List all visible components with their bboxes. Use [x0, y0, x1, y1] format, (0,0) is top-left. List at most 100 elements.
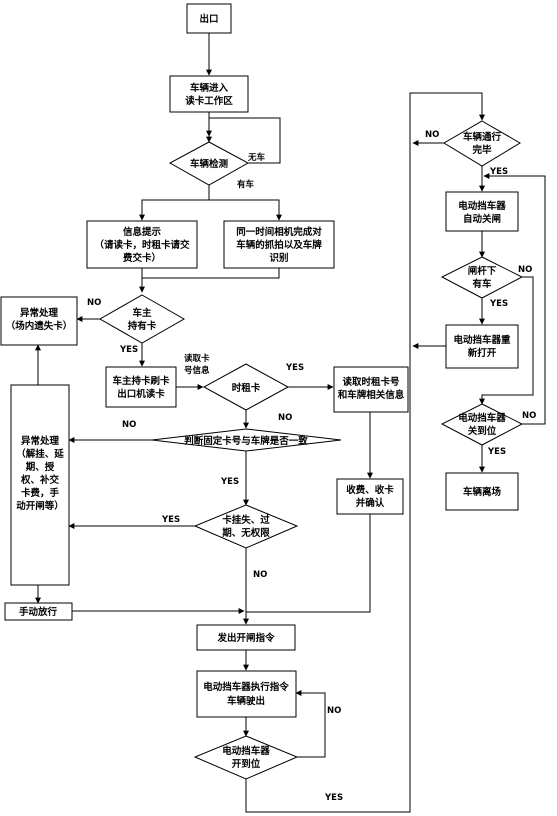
- edge-detect-split: [139, 185, 210, 221]
- label-pass-no: NO: [425, 130, 439, 140]
- node-car-under-arm: 闸杆下 有车: [440, 256, 524, 299]
- node-barrier-exec: 电动挡车器执行指令 车辆驶出: [196, 670, 297, 718]
- node-read-temp-info: 读取时租卡号 和车牌相关信息: [333, 366, 409, 413]
- label-open-no: NO: [327, 706, 341, 716]
- edge-capture-merge: [142, 268, 280, 279]
- node-capture-plate-line-1: 同一时间相机完成对: [236, 226, 322, 238]
- label-holds-no: NO: [87, 298, 101, 308]
- node-info-prompt-line-3: 费交卡）: [123, 252, 161, 264]
- node-reopen: 电动挡车器重 新打开: [445, 324, 519, 369]
- node-pass-done-line-1: 车辆通行: [463, 131, 502, 143]
- label-read-card-info-1: 读取卡: [184, 353, 210, 364]
- node-card-status-line-1: 卡挂失、过: [222, 514, 270, 526]
- node-enter-zone-line-1: 车辆进入: [190, 82, 229, 94]
- node-closed-pos: 电动挡车器 关到位: [440, 403, 524, 446]
- node-swipe-card-line-2: 出口机读卡: [117, 388, 165, 400]
- edge-fee-merge: [246, 514, 371, 613]
- node-holds-card: 车主 持有卡: [98, 294, 186, 344]
- node-info-prompt-line-2: （请读卡，时租卡请交: [94, 239, 190, 251]
- node-leave: 车辆离场: [445, 472, 519, 511]
- node-auto-close: 电动挡车器 自动关闸: [445, 191, 519, 232]
- node-collect-fee-line-2: 并确认: [356, 497, 385, 509]
- node-card-status-line-2: 期、无权限: [222, 527, 270, 539]
- edge-detect-to-capture: [209, 199, 282, 221]
- node-manual-release: 手动放行: [4, 602, 73, 621]
- node-barrier-open-pos: 电动挡车器 开到位: [193, 735, 299, 780]
- label-fixed-no: NO: [122, 420, 136, 430]
- label-temp-no: NO: [278, 413, 292, 423]
- node-capture-plate-line-3: 识别: [269, 252, 288, 264]
- node-vehicle-detect: 车辆检测: [168, 141, 250, 186]
- node-read-temp-info-line-1: 读取时租卡号: [342, 376, 400, 388]
- edge-no-car-loop: [206, 117, 281, 164]
- node-exception-lost-line-2: （场内遗失卡）: [6, 320, 73, 332]
- node-closed-pos-line-1: 电动挡车器: [458, 412, 506, 424]
- node-is-temp-card-line-1: 时租卡: [232, 382, 261, 394]
- node-info-prompt-line-1: 信息提示: [123, 226, 162, 238]
- connectors: [35, 33, 546, 813]
- node-exception-main-line-1: 异常处理: [21, 435, 60, 447]
- label-status-no: NO: [253, 570, 267, 580]
- edge-labels: 无车 有车 NO YES 读取卡 号信息 YES NO NO YES YES N…: [87, 130, 536, 803]
- node-auto-close-line-2: 自动关闸: [463, 213, 501, 225]
- node-exception-main: 异常处理 （解挂、延 期、授 权、补交 卡费，手 动开闸等）: [10, 384, 70, 586]
- node-exception-main-line-6: 动开闸等）: [16, 500, 64, 512]
- node-barrier-open-pos-line-2: 开到位: [232, 758, 261, 770]
- node-exit-line-1: 出口: [199, 13, 218, 25]
- node-capture-plate-line-2: 车辆的抓拍以及车牌: [236, 239, 322, 251]
- node-closed-pos-line-2: 关到位: [468, 425, 497, 437]
- node-exception-main-line-4: 权、补交: [20, 474, 60, 486]
- node-leave-line-1: 车辆离场: [463, 486, 502, 498]
- node-reopen-line-2: 新打开: [468, 347, 497, 359]
- node-barrier-exec-line-2: 车辆驶出: [227, 695, 265, 707]
- node-swipe-card-line-1: 车主持卡刷卡: [112, 375, 170, 387]
- node-reopen-line-1: 电动挡车器重: [453, 334, 511, 346]
- node-exception-main-line-5: 卡费，手: [21, 487, 60, 499]
- node-is-temp-card: 时租卡: [202, 363, 290, 411]
- node-enter-zone: 车辆进入 读卡工作区: [169, 75, 249, 113]
- node-read-temp-info-line-2: 和车牌相关信息: [337, 389, 405, 401]
- node-barrier-exec-line-1: 电动挡车器执行指令: [203, 681, 289, 693]
- node-open-gate-cmd-line-1: 发出开闸指令: [216, 632, 275, 644]
- node-car-under-arm-line-1: 闸杆下: [468, 265, 497, 277]
- label-no-car: 无车: [247, 152, 266, 163]
- label-has-car: 有车: [237, 179, 255, 190]
- node-capture-plate: 同一时间相机完成对 车辆的抓拍以及车牌 识别: [223, 220, 335, 269]
- node-swipe-card: 车主持卡刷卡 出口机读卡: [105, 366, 177, 408]
- label-under-no: NO: [518, 265, 532, 275]
- label-open-yes: YES: [324, 793, 343, 803]
- label-fixed-yes: YES: [220, 477, 239, 487]
- node-barrier-open-pos-line-1: 电动挡车器: [222, 745, 270, 757]
- node-enter-zone-line-2: 读卡工作区: [185, 95, 233, 107]
- node-pass-done-line-2: 完毕: [472, 144, 492, 156]
- node-exception-lost: 异常处理 （场内遗失卡）: [0, 296, 78, 346]
- node-vehicle-detect-line-1: 车辆检测: [190, 158, 229, 170]
- label-closed-yes: YES: [487, 447, 506, 457]
- node-exception-main-line-3: 期、授: [26, 461, 55, 473]
- edge-under-no: [479, 276, 534, 405]
- node-holds-card-line-1: 车主: [132, 307, 152, 319]
- node-auto-close-line-1: 电动挡车器: [458, 200, 506, 212]
- node-exit: 出口: [186, 3, 232, 34]
- node-check-fixed-card-line-1: 判断固定卡号与车牌是否一致: [184, 435, 308, 447]
- node-open-gate-cmd: 发出开闸指令: [196, 624, 296, 651]
- node-card-status: 卡挂失、过 期、无权限: [193, 504, 299, 549]
- label-under-yes: YES: [489, 299, 508, 309]
- node-manual-release-line-1: 手动放行: [19, 606, 58, 618]
- label-status-yes: YES: [161, 515, 180, 525]
- node-collect-fee: 收费、收卡 并确认: [336, 478, 404, 515]
- edge-open-no-loop: [295, 690, 326, 758]
- label-pass-yes: YES: [489, 167, 508, 177]
- label-closed-no: NO: [522, 411, 536, 421]
- label-read-card-info-2: 号信息: [184, 365, 210, 376]
- node-holds-card-line-2: 持有卡: [128, 320, 157, 332]
- edge-closed-no: [483, 173, 546, 425]
- label-holds-yes: YES: [119, 345, 138, 355]
- node-collect-fee-line-1: 收费、收卡: [346, 484, 394, 496]
- node-info-prompt: 信息提示 （请读卡，时租卡请交 费交卡）: [86, 220, 198, 269]
- node-exception-main-line-2: （解挂、延: [16, 448, 64, 460]
- node-check-fixed-card: 判断固定卡号与车牌是否一致: [151, 428, 342, 452]
- node-exception-lost-line-1: 异常处理: [20, 307, 59, 319]
- edge-open-yes: [245, 92, 485, 813]
